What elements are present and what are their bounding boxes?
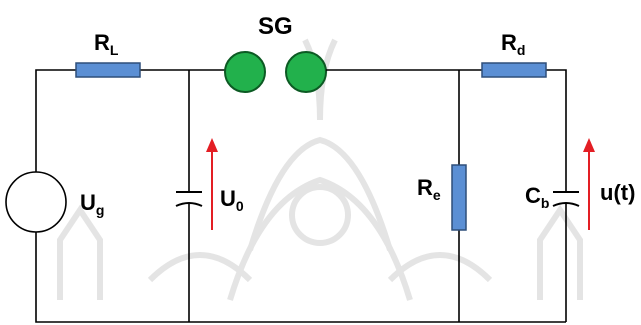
cb-label: Cb <box>525 183 549 211</box>
resistor-re <box>451 164 467 231</box>
ug-label: Ug <box>80 190 104 218</box>
resistor-rd <box>481 62 547 78</box>
rd-label: Rd <box>501 30 525 58</box>
ut-voltage-arrow <box>583 138 595 230</box>
capacitor-c0 <box>175 191 203 207</box>
wires <box>35 69 567 323</box>
re-label: Re <box>417 175 441 203</box>
watermark-emblem <box>57 38 583 301</box>
voltage-source-ug <box>5 171 67 233</box>
u0-voltage-arrow <box>206 138 218 230</box>
capacitor-cb <box>552 191 580 207</box>
spark-gap-left-sphere <box>224 51 266 93</box>
sg-label: SG <box>258 13 293 40</box>
rl-label: RL <box>94 30 119 58</box>
resistor-rl <box>75 62 141 78</box>
u0-label: U0 <box>220 186 244 214</box>
spark-gap-right-sphere <box>285 51 327 93</box>
ut-label: u(t) <box>600 180 635 205</box>
